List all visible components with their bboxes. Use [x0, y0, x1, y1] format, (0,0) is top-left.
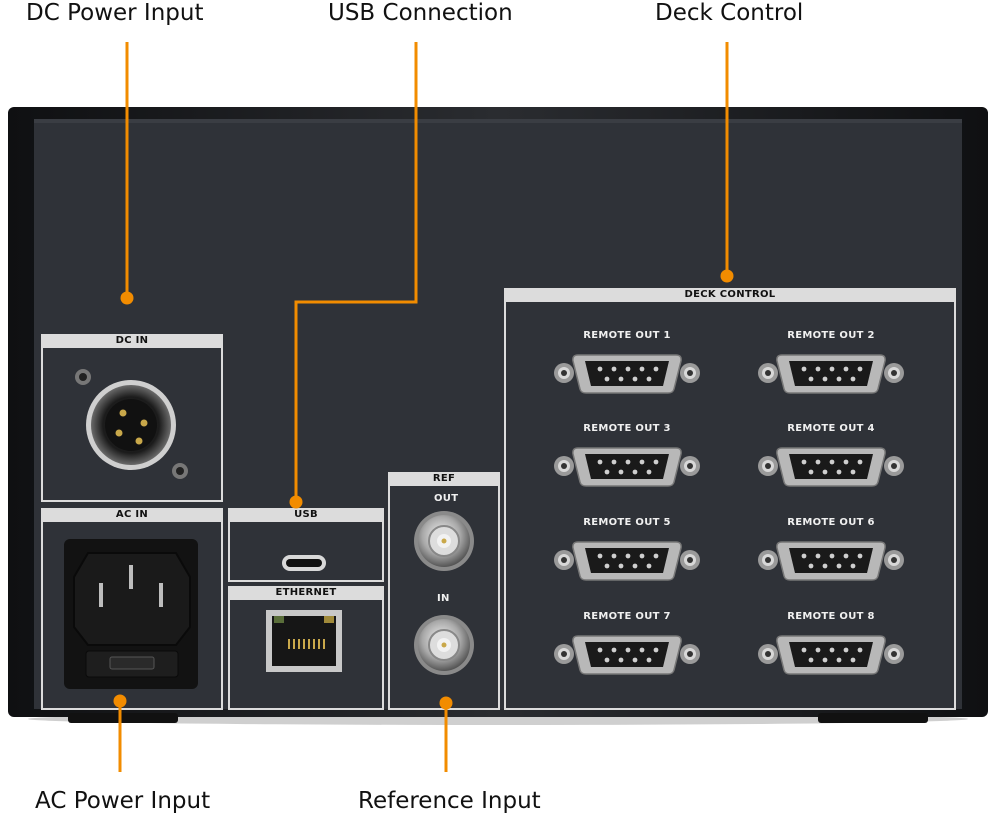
- db9-shape: [758, 541, 904, 581]
- db9-connector-8: [758, 635, 904, 675]
- db9-shape: [554, 447, 700, 487]
- db9-connector-3: [554, 447, 700, 487]
- ref-out-label: OUT: [434, 493, 459, 504]
- callout-deck-control: Deck Control: [655, 0, 804, 26]
- deck-control-label: DECK CONTROL: [504, 288, 956, 302]
- dc-in-section: [41, 334, 223, 502]
- ethernet-section: [228, 586, 384, 710]
- remote-out-7-label: REMOTE OUT 7: [583, 611, 671, 622]
- db9-connector-6: [758, 541, 904, 581]
- db9-connector-7: [554, 635, 700, 675]
- remote-out-8-label: REMOTE OUT 8: [787, 611, 875, 622]
- usb-label: USB: [228, 508, 384, 522]
- callout-dc-power-input: DC Power Input: [26, 0, 204, 26]
- db9-shape: [554, 635, 700, 675]
- dc-in-label: DC IN: [41, 334, 223, 348]
- db9-shape: [758, 447, 904, 487]
- db9-connector-1: [554, 354, 700, 394]
- ref-label: REF: [388, 472, 500, 486]
- ref-in-label: IN: [437, 593, 450, 604]
- db9-shape: [554, 541, 700, 581]
- ref-section: [388, 472, 500, 710]
- remote-out-3-label: REMOTE OUT 3: [583, 423, 671, 434]
- remote-out-4-label: REMOTE OUT 4: [787, 423, 875, 434]
- db9-connector-4: [758, 447, 904, 487]
- callout-usb-connection: USB Connection: [328, 0, 513, 26]
- db9-shape: [758, 635, 904, 675]
- remote-out-2-label: REMOTE OUT 2: [787, 330, 875, 341]
- ac-in-label: AC IN: [41, 508, 223, 522]
- remote-out-6-label: REMOTE OUT 6: [787, 517, 875, 528]
- db9-connector-5: [554, 541, 700, 581]
- db9-shape: [758, 354, 904, 394]
- callout-ac-power-input: AC Power Input: [35, 788, 211, 814]
- callout-reference-input: Reference Input: [358, 788, 541, 814]
- ac-in-section: [41, 508, 223, 710]
- ethernet-label: ETHERNET: [228, 586, 384, 600]
- remote-out-5-label: REMOTE OUT 5: [583, 517, 671, 528]
- db9-shape: [554, 354, 700, 394]
- remote-out-1-label: REMOTE OUT 1: [583, 330, 671, 341]
- db9-connector-2: [758, 354, 904, 394]
